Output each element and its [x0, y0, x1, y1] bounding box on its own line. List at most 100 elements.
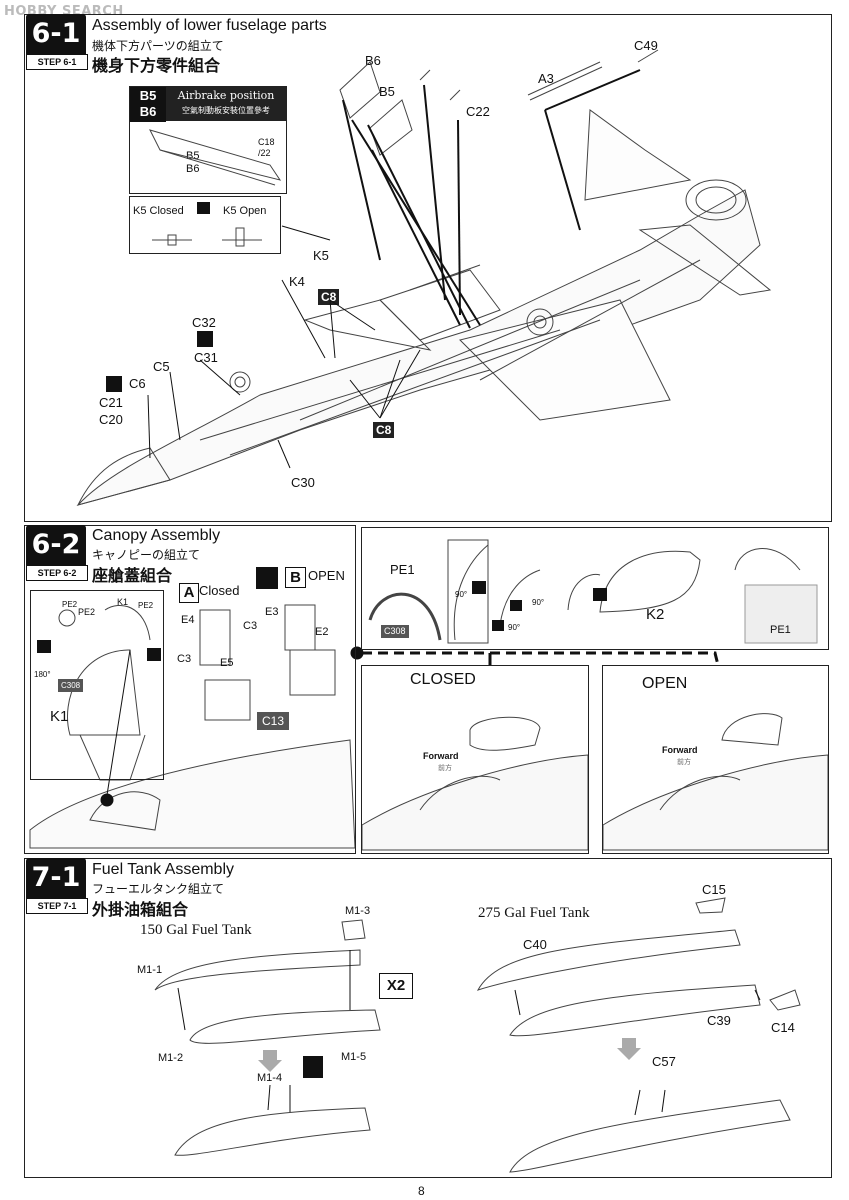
- choose-icon: [106, 376, 122, 392]
- choose-icon: [256, 567, 278, 589]
- open-forward-zh: 前方: [677, 759, 691, 766]
- label-c13: C13: [257, 712, 290, 730]
- title-zh-7-1: 外掛油箱組合: [92, 900, 189, 919]
- open-panel: [602, 665, 829, 854]
- option-b-label: OPEN: [308, 568, 345, 583]
- label-k5: K5: [313, 248, 329, 263]
- label-k4: K4: [289, 274, 305, 289]
- section-6-1-frame: [24, 14, 832, 522]
- label-c49: C49: [634, 38, 658, 53]
- option-b-box: B: [285, 567, 306, 588]
- label-pe1: PE1: [390, 562, 415, 577]
- label-pe2-a: PE2: [62, 600, 78, 609]
- closed-panel: [361, 665, 589, 854]
- label-90deg-b: 90°: [532, 598, 545, 607]
- label-c39: C39: [707, 1013, 731, 1028]
- step-badge-6-2: 6-2: [26, 525, 86, 565]
- label-c30: C30: [291, 475, 315, 490]
- step-label-7-1: STEP 7-1: [26, 898, 88, 914]
- title-zh-6-1: 機身下方零件組合: [92, 56, 221, 75]
- airbrake-title: Airbrake position 空氣制動板安裝位置參考: [166, 87, 286, 121]
- label-e4: E4: [181, 614, 195, 626]
- label-c8-b: C8: [373, 422, 395, 438]
- label-b5: B5: [379, 84, 395, 99]
- label-m1-4: M1-4: [257, 1072, 283, 1084]
- label-inset-b5: B5: [186, 150, 200, 162]
- label-m1-1: M1-1: [137, 964, 163, 976]
- open-forward: Forward: [662, 745, 698, 755]
- label-c31: C31: [194, 350, 218, 365]
- closed-forward: Forward: [423, 751, 459, 761]
- choose-icon: [593, 588, 607, 601]
- label-pe2-c: PE2: [138, 601, 154, 610]
- airbrake-part-badge: B5 B6: [130, 87, 166, 122]
- page-number: 8: [418, 1184, 425, 1198]
- pe-panel: [361, 527, 829, 650]
- label-k5-open: K5 Open: [223, 205, 267, 217]
- label-e2: E2: [315, 626, 329, 638]
- label-c6: C6: [129, 376, 146, 391]
- label-90deg-a: 90°: [455, 590, 468, 599]
- choose-icon: [472, 581, 486, 594]
- label-e3: E3: [265, 606, 279, 618]
- label-c308-inset: C308: [58, 679, 84, 692]
- choose-icon: [492, 620, 504, 631]
- choose-icon: [303, 1056, 323, 1078]
- label-m1-5: M1-5: [341, 1051, 367, 1063]
- label-c308: C308: [381, 625, 409, 638]
- airbrake-title-en: Airbrake position: [177, 89, 275, 102]
- title-en-6-1: Assembly of lower fuselage parts: [92, 17, 327, 34]
- label-c5: C5: [153, 359, 170, 374]
- choose-icon: [197, 331, 213, 347]
- label-c20: C20: [99, 412, 123, 427]
- label-c21: C21: [99, 395, 123, 410]
- option-a-label: Closed: [199, 583, 240, 598]
- choose-icon: [37, 640, 51, 653]
- label-pe1-photo: PE1: [770, 624, 791, 636]
- airbrake-title-zh: 空氣制動板安裝位置參考: [182, 106, 270, 115]
- label-c3-a: C3: [243, 620, 258, 632]
- label-m1-3: M1-3: [345, 905, 371, 917]
- step-label-6-1: STEP 6-1: [26, 54, 88, 70]
- choose-icon: [510, 600, 522, 611]
- k1-inset: [30, 590, 164, 780]
- label-180deg: 180°: [34, 670, 51, 679]
- section-7-1-frame: [24, 858, 832, 1178]
- label-c57: C57: [652, 1054, 676, 1069]
- step-badge-6-1: 6-1: [26, 14, 86, 54]
- open-title: OPEN: [642, 675, 688, 692]
- label-k1-big: K1: [50, 708, 69, 725]
- option-a-box: A: [179, 583, 199, 603]
- label-c14: C14: [771, 1020, 795, 1035]
- label-k1-small: K1: [117, 597, 129, 607]
- label-c22: C22: [466, 104, 490, 119]
- label-pe2-b: PE2: [78, 607, 96, 617]
- step-badge-7-1: 7-1: [26, 858, 86, 898]
- title-jp-6-1: 機体下方パーツの組立て: [92, 39, 224, 53]
- label-e5: E5: [220, 657, 234, 669]
- label-a3: A3: [538, 71, 554, 86]
- label-b6: B6: [365, 53, 381, 68]
- title-jp-7-1: フューエルタンク組立て: [92, 882, 225, 896]
- choose-icon: [147, 648, 161, 661]
- label-k2: K2: [646, 606, 665, 623]
- x2-badge: X2: [379, 973, 413, 999]
- section-6-2-frame: [24, 525, 356, 854]
- closed-title: CLOSED: [410, 671, 476, 688]
- tank150-title: 150 Gal Fuel Tank: [140, 922, 252, 938]
- label-c18: C18: [258, 137, 275, 147]
- title-zh-6-2: 座艙蓋組合: [92, 566, 173, 585]
- label-c15: C15: [702, 882, 726, 897]
- label-c40: C40: [523, 937, 547, 952]
- choose-icon: [197, 202, 210, 214]
- label-90deg-c: 90°: [508, 623, 521, 632]
- title-en-6-2: Canopy Assembly: [92, 527, 221, 544]
- title-en-7-1: Fuel Tank Assembly: [92, 861, 234, 878]
- label-m1-2: M1-2: [158, 1052, 184, 1064]
- title-jp-6-2: キャノピーの組立て: [92, 548, 201, 562]
- step-label-6-2: STEP 6-2: [26, 565, 88, 581]
- label-inset-b6: B6: [186, 163, 200, 175]
- label-k5-closed: K5 Closed: [133, 205, 184, 217]
- label-c3-b: C3: [177, 653, 192, 665]
- airbrake-b5: B5: [139, 88, 157, 103]
